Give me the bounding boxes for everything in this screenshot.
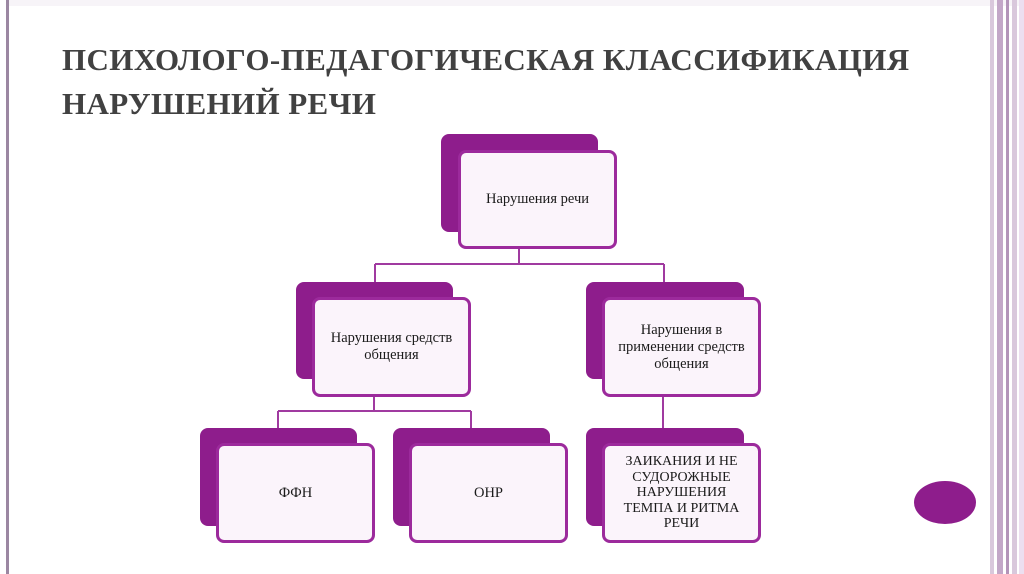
node-box: Нарушения речи <box>458 150 617 249</box>
node-box: Нарушения средств общения <box>312 297 471 397</box>
stripe <box>997 0 1003 574</box>
stripe <box>990 0 994 574</box>
node-label: ФФН <box>278 484 313 501</box>
node-label: Нарушения речи <box>485 191 589 207</box>
slide-nav-circle[interactable] <box>914 481 976 524</box>
node-label: Нарушения в применении средств общения <box>618 321 745 372</box>
stripe <box>1006 0 1009 574</box>
slide-top-band <box>0 0 1024 6</box>
stripe <box>1012 0 1017 574</box>
node-label: Нарушения средств общения <box>330 330 453 363</box>
node-box: ОНР <box>409 443 568 543</box>
stripe <box>1019 0 1024 574</box>
node-label: ЗАИКАНИЯ И НЕ СУДОРОЖНЫЕ НАРУШЕНИЯ ТЕМПА… <box>623 454 740 532</box>
node-box: ЗАИКАНИЯ И НЕ СУДОРОЖНЫЕ НАРУШЕНИЯ ТЕМПА… <box>602 443 761 543</box>
node-box: ФФН <box>216 443 375 543</box>
node-box: Нарушения в применении средств общения <box>602 297 761 397</box>
slide-left-border <box>0 0 9 574</box>
slide-title: ПСИХОЛОГО-ПЕДАГОГИЧЕСКАЯ КЛАССИФИКАЦИЯ Н… <box>62 42 910 121</box>
node-label: ОНР <box>473 484 503 501</box>
